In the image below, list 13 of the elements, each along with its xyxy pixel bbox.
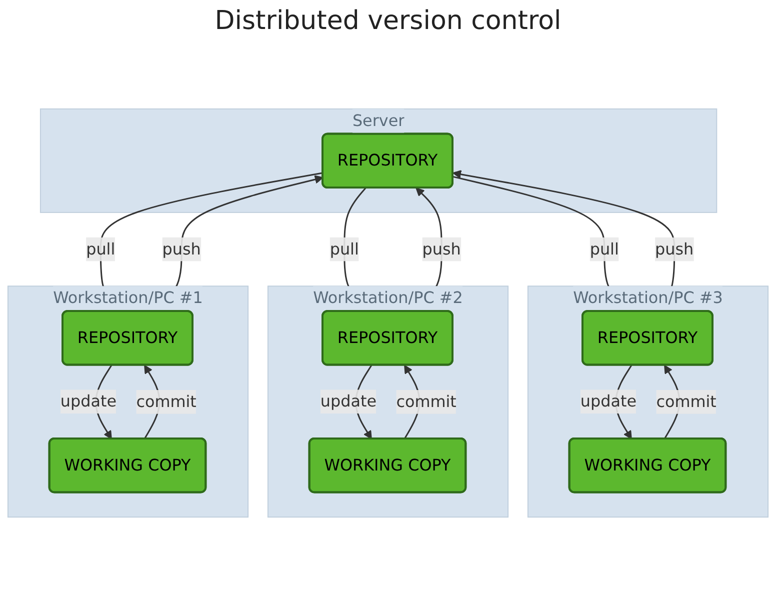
edge-label: pull [590,239,619,258]
edge-label: push [162,239,201,258]
edge-label: push [655,239,694,258]
edge-label: push [422,239,461,258]
edge-label: update [320,392,377,411]
edge-label: commit [656,392,716,411]
edge-label: commit [136,392,196,411]
edge-label: pull [330,239,359,258]
edge-label: commit [396,392,456,411]
edge-label: update [60,392,117,411]
edge-label: pull [86,239,116,258]
diagram-title: Distributed version control [214,6,562,36]
edge-label: update [580,392,637,411]
